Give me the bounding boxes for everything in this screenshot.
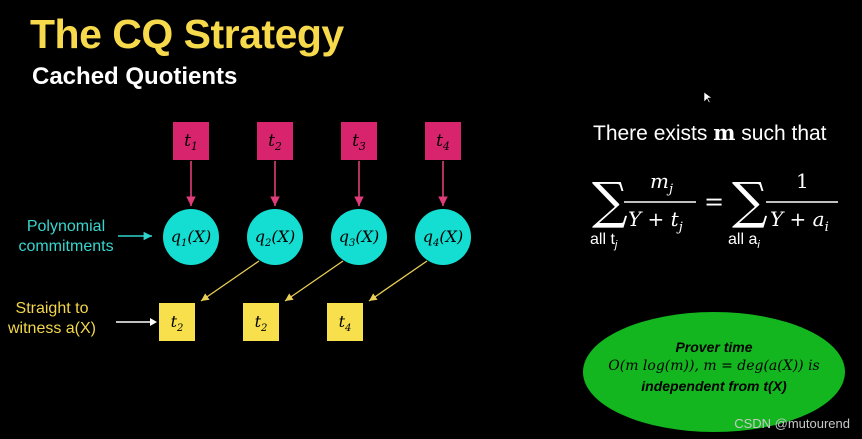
top-node-label: t4 — [436, 131, 450, 153]
top-node-box — [425, 122, 461, 160]
witness-node-label: t2 — [255, 312, 268, 334]
cq-diagram: t1 t2 t3 t4 q1(X) q2(X) q3(X) q4(X) t2 t2 t4 — [116, 122, 471, 341]
edge-circle-to-witness-1 — [200, 260, 260, 302]
lhs-denominator: Y + tj — [628, 207, 683, 235]
slide-subtitle: Cached Quotients — [32, 63, 238, 90]
edge-circle-to-witness-2 — [284, 260, 344, 302]
commitment-node-circle — [247, 209, 303, 265]
intro-text: There exists — [593, 122, 708, 145]
commitment-node-2: q2(X) — [247, 209, 303, 265]
top-node-4: t4 — [425, 122, 461, 160]
intro-tail: such that — [741, 122, 827, 145]
top-node-box — [341, 122, 377, 160]
commitment-node-4: q4(X) — [415, 209, 471, 265]
sum-formula: ∑ all tj mj Y + tj = ∑ all ai 1 Y + ai — [586, 162, 856, 262]
straight-to-witness-label: Straight to witness a(X) — [0, 299, 104, 339]
witness-node-3: t4 — [327, 303, 363, 341]
commitment-node-label: q2(X) — [255, 227, 296, 249]
witness-node-1: t2 — [159, 303, 195, 341]
prover-time-heading: Prover time — [675, 339, 753, 355]
top-node-box — [173, 122, 209, 160]
lhs-sum-label: all tj — [590, 231, 618, 251]
watermark: CSDN @mutourend — [734, 416, 850, 431]
commitment-node-circle — [331, 209, 387, 265]
prover-time-complexity: O(m log(m)), m = deg(a(X)) is — [608, 358, 820, 374]
rhs-sum-sub: i — [757, 239, 760, 251]
top-node-3: t3 — [341, 122, 377, 160]
witness-node-label: t2 — [171, 312, 184, 334]
prover-time-ellipse: Prover time O(m log(m)), m = deg(a(X)) i… — [583, 312, 845, 432]
witness-node-2: t2 — [243, 303, 279, 341]
top-node-box — [257, 122, 293, 160]
witness-node-box — [327, 303, 363, 341]
top-node-label: t2 — [268, 131, 282, 153]
witness-node-label: t4 — [339, 312, 352, 334]
witness-node-box — [243, 303, 279, 341]
rhs-sum-label: all ai — [728, 231, 760, 251]
poly-label-line1: Polynomial — [26, 218, 106, 235]
top-node-label: t1 — [184, 131, 198, 153]
commitment-node-circle — [163, 209, 219, 265]
intro-bold-m: m — [713, 120, 736, 145]
poly-label-line2: commitments — [18, 238, 114, 255]
edge-witness-arrowhead — [150, 318, 157, 326]
lhs-sum-sub: j — [613, 239, 618, 251]
straight-label-line2: witness a(X) — [7, 320, 97, 337]
top-node-1: t1 — [173, 122, 209, 160]
edge-circle-to-witness-3 — [368, 260, 428, 302]
top-row: t1 t2 t3 t4 — [173, 122, 461, 160]
commitment-node-circle — [415, 209, 471, 265]
top-node-2: t2 — [257, 122, 293, 160]
slide-title: The CQ Strategy — [30, 11, 344, 57]
straight-label-line1: Straight to — [15, 300, 89, 317]
commitment-node-label: q4(X) — [423, 227, 464, 249]
polynomial-commitments-label: Polynomial commitments — [10, 217, 122, 257]
mouse-cursor-icon — [704, 92, 712, 104]
formula-intro: There exists m such that — [593, 120, 827, 146]
circle-row: q1(X) q2(X) q3(X) q4(X) — [163, 209, 471, 265]
rhs-denominator: Y + ai — [770, 207, 829, 235]
diagram-edges — [116, 161, 448, 326]
commitment-node-1: q1(X) — [163, 209, 219, 265]
commitment-node-label: q1(X) — [171, 227, 212, 249]
commitment-node-label: q3(X) — [339, 227, 380, 249]
bottom-row: t2 t2 t4 — [159, 303, 363, 341]
rhs-sigma: ∑ — [732, 172, 768, 230]
top-node-label: t3 — [352, 131, 366, 153]
prover-time-independence: independent from t(X) — [641, 378, 787, 394]
lhs-sigma: ∑ — [592, 172, 628, 230]
witness-node-box — [159, 303, 195, 341]
equals-sign: = — [704, 188, 724, 216]
lhs-numerator: mj — [650, 169, 673, 197]
commitment-node-3: q3(X) — [331, 209, 387, 265]
rhs-numerator: 1 — [796, 169, 809, 193]
